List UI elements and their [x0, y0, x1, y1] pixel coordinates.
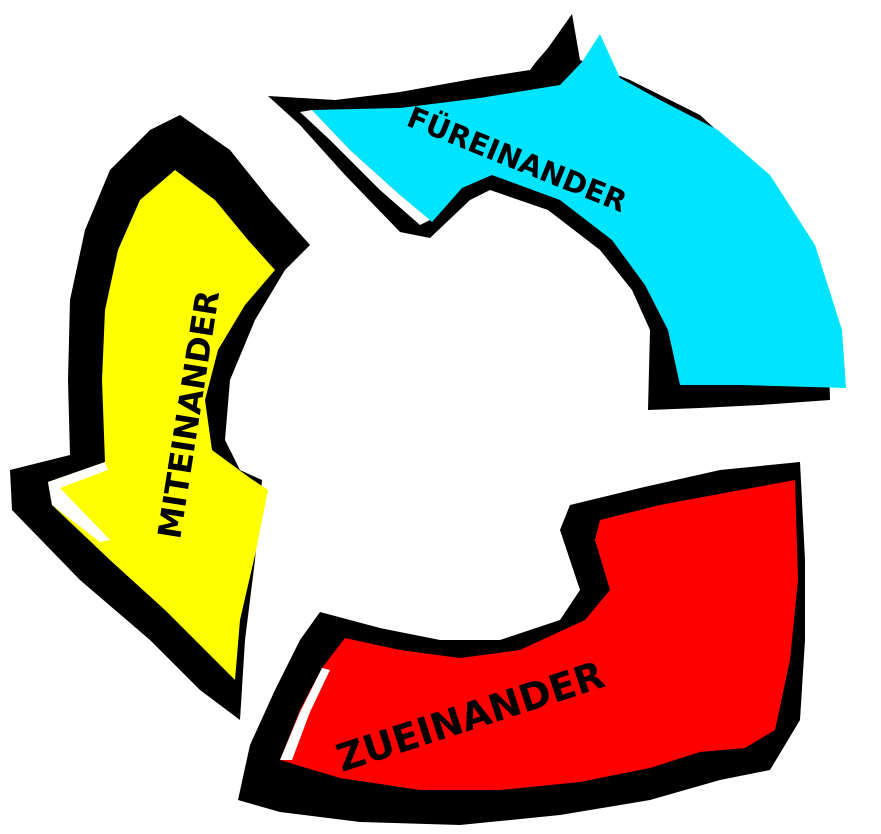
arrow-fuereinander: FÜREINANDER — [268, 14, 846, 410]
arrow-zueinander: ZUEINANDER — [238, 462, 805, 825]
arrow-miteinander: MITEINANDER — [10, 115, 310, 720]
